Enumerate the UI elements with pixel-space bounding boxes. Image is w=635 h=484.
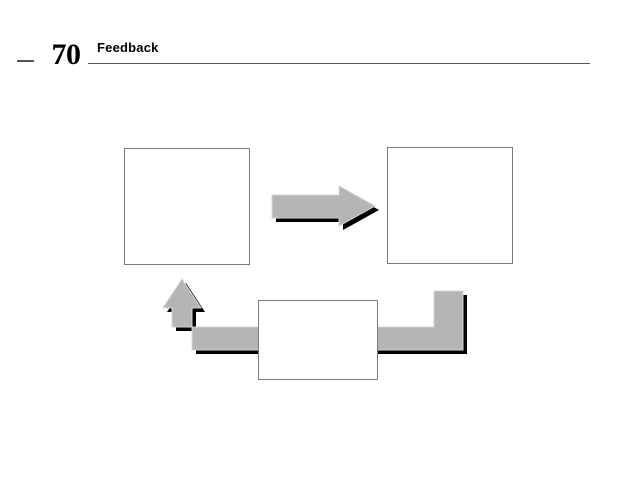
right-block[interactable] bbox=[387, 147, 513, 264]
feedback-loop-arrow bbox=[162, 278, 467, 354]
page-number: 70 bbox=[51, 38, 82, 71]
left-block[interactable] bbox=[124, 148, 250, 265]
forward-arrow bbox=[271, 185, 379, 230]
header-dash-icon bbox=[17, 60, 34, 62]
middle-block[interactable] bbox=[258, 300, 378, 380]
page-title: Feedback bbox=[97, 40, 159, 55]
header-divider bbox=[88, 63, 590, 64]
